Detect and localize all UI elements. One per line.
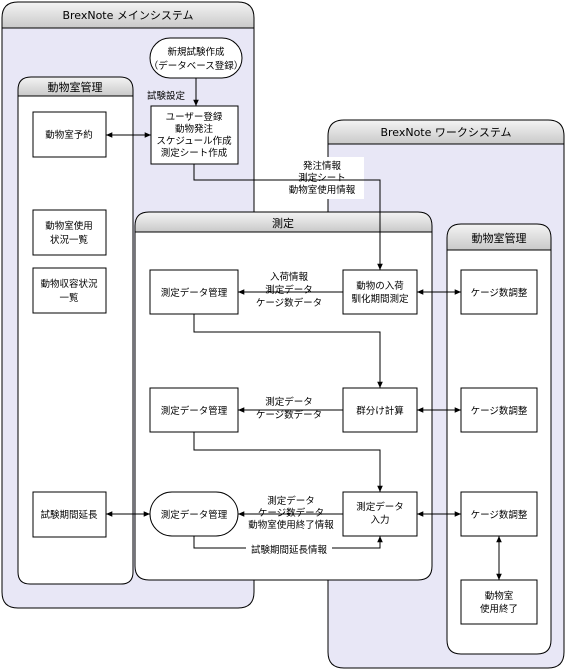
svg-text:測定データ管理: 測定データ管理: [161, 287, 228, 299]
order-info-label-3: 動物室使用情報: [289, 184, 356, 196]
arrival-box: 動物の入荷 馴化期間測定: [342, 269, 418, 315]
extension-box: 試験期間延長: [32, 491, 107, 538]
new-study-node: 新規試験作成 （データベース登録）: [149, 37, 244, 79]
flow-label-3a: 測定データ: [267, 495, 315, 507]
svg-text:動物収容状況: 動物収容状況: [40, 278, 98, 290]
flow-label-1a: 入荷情報: [270, 271, 309, 283]
svg-text:（データベース登録）: （データベース登録）: [149, 60, 244, 72]
grouping-box: 群分け計算: [342, 387, 418, 433]
order-info-label-1: 発注情報: [303, 160, 342, 172]
data-mgmt-box-1: 測定データ管理: [149, 269, 239, 315]
svg-text:動物室予約: 動物室予約: [45, 129, 93, 141]
svg-text:ユーザー登録: ユーザー登録: [166, 111, 223, 123]
flow-label-1b: 測定データ: [265, 284, 313, 296]
svg-text:馴化期間測定: 馴化期間測定: [351, 293, 409, 305]
svg-text:測定データ管理: 測定データ管理: [161, 405, 228, 417]
main-room-mgmt-title: 動物室管理: [48, 80, 103, 94]
cage-adjust-box-1: ケージ数調整: [460, 269, 538, 315]
svg-text:測定データ: 測定データ: [356, 501, 404, 513]
flow-label-1c: ケージ数データ: [256, 297, 322, 309]
svg-text:測定シート作成: 測定シート作成: [161, 147, 228, 159]
extension-info-label: 試験期間延長情報: [251, 544, 328, 556]
svg-text:測定データ管理: 測定データ管理: [161, 509, 228, 521]
measurement-title: 測定: [272, 216, 294, 230]
arrow-extension-info-to-input: [193, 536, 380, 549]
svg-text:新規試験作成: 新規試験作成: [167, 46, 225, 58]
svg-text:ケージ数調整: ケージ数調整: [471, 287, 528, 299]
reservation-box: 動物室予約: [32, 111, 107, 158]
arrow-data-mgmt-1-to-grouping: [193, 314, 383, 388]
arrow-setup-to-arrival: [193, 164, 383, 270]
room-use-end-box: 動物室 使用終了: [460, 579, 538, 625]
work-system-title: BrexNote ワークシステム: [380, 126, 511, 139]
svg-text:状況一覧: 状況一覧: [50, 234, 89, 246]
cage-adjust-box-3: ケージ数調整: [460, 491, 538, 537]
svg-text:動物室: 動物室: [485, 590, 514, 602]
svg-text:群分け計算: 群分け計算: [356, 405, 404, 417]
svg-text:動物室使用: 動物室使用: [45, 220, 93, 232]
flow-label-3b: ケージ数データ: [258, 507, 324, 519]
cage-adjust-box-2: ケージ数調整: [460, 387, 538, 433]
svg-text:スケジュール作成: スケジュール作成: [156, 135, 232, 147]
svg-text:動物発注: 動物発注: [175, 123, 214, 135]
data-mgmt-box-2: 測定データ管理: [149, 387, 239, 433]
svg-text:動物の入荷: 動物の入荷: [356, 280, 404, 292]
work-room-mgmt-title: 動物室管理: [472, 231, 527, 245]
main-system-title: BrexNote メインシステム: [62, 9, 193, 22]
svg-text:使用終了: 使用終了: [480, 603, 518, 615]
connectors: [106, 78, 502, 580]
study-setting-label: 試験設定: [147, 90, 186, 102]
input-box: 測定データ 入力: [342, 491, 418, 537]
arrow-data-mgmt-2-to-input: [193, 432, 383, 492]
svg-text:ケージ数調整: ケージ数調整: [471, 405, 528, 417]
data-mgmt-node-3: 測定データ管理: [149, 491, 239, 537]
work-room-mgmt-container: 動物室管理: [446, 223, 552, 655]
housing-list-box: 動物収容状況 一覧: [32, 267, 107, 314]
flow-label-2a: 測定データ: [265, 396, 313, 408]
setup-box: ユーザー登録 動物発注 スケジュール作成 測定シート作成: [150, 105, 239, 165]
svg-text:試験期間延長: 試験期間延長: [40, 509, 98, 521]
usage-list-box: 動物室使用 状況一覧: [32, 209, 107, 256]
flow-label-2b: ケージ数データ: [256, 409, 322, 421]
svg-text:入力: 入力: [370, 514, 389, 526]
order-info-label-2: 測定シート: [298, 172, 346, 184]
flow-label-3c: 動物室使用終了情報: [248, 519, 334, 531]
svg-text:ケージ数調整: ケージ数調整: [471, 509, 528, 521]
svg-text:一覧: 一覧: [59, 292, 79, 304]
